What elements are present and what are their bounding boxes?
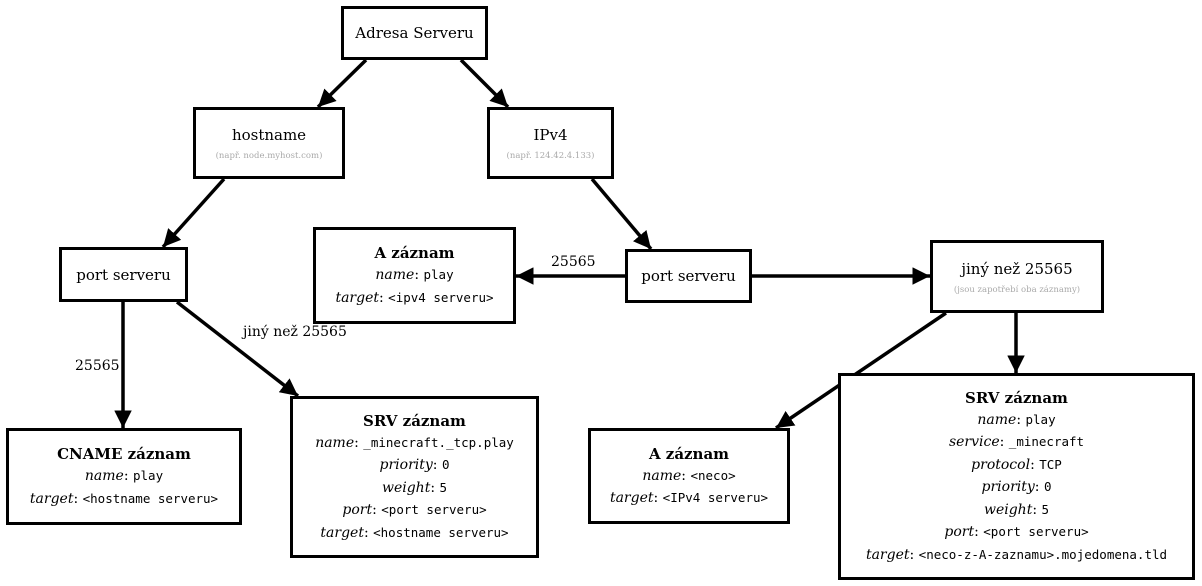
record-row-name: name: play <box>84 468 164 484</box>
edge-root-ipv4 <box>459 58 510 109</box>
record-row-target: target: <hostname serveru> <box>320 524 509 541</box>
record-row-port: port: <port serveru> <box>342 502 487 519</box>
record-title: A záznam <box>374 244 455 262</box>
edge-port-left-srv <box>175 300 300 398</box>
record-row-service: service: _minecraft <box>948 434 1085 451</box>
edge-hostname-port-left <box>161 177 226 249</box>
record-row-target: target: <hostname serveru> <box>29 490 219 507</box>
node-label: Adresa Serveru <box>355 24 474 42</box>
record-row-protocol: protocol: TCP <box>971 456 1062 473</box>
edge-label-left-to-cname: 25565 <box>75 358 120 374</box>
node-port-serveru-left: port serveru <box>59 247 188 302</box>
node-note: (např. node.myhost.com) <box>215 151 323 161</box>
node-srv-zaznam-right: SRV záznam name: play service: _minecraf… <box>838 373 1195 580</box>
node-label: port serveru <box>76 265 171 284</box>
node-ipv4: IPv4 (např. 124.42.4.133) <box>487 107 614 179</box>
edge-root-hostname <box>316 58 368 109</box>
edge-label-left-to-srv: jiný než 25565 <box>243 324 347 340</box>
record-row-weight: weight: 5 <box>381 479 448 496</box>
record-title: SRV záznam <box>363 411 466 430</box>
node-label: IPv4 <box>533 126 568 144</box>
node-jiny-nez-25565: jiný než 25565 (jsou zapotřebí oba zázna… <box>930 240 1104 313</box>
record-row-priority: priority: 0 <box>379 457 450 474</box>
edge-ipv4-port-mid <box>590 177 653 251</box>
record-row-name: name: play <box>375 267 454 283</box>
record-row-port: port: <port serveru> <box>944 524 1089 541</box>
node-a-zaznam-neco: A záznam name: <neco> target: <IPv4 serv… <box>588 428 790 524</box>
node-note: (např. 124.42.4.133) <box>506 151 595 161</box>
node-port-serveru-mid: port serveru <box>625 249 752 303</box>
node-label: hostname <box>231 126 307 144</box>
record-row-target: target: <IPv4 serveru> <box>609 490 769 506</box>
node-hostname: hostname (např. node.myhost.com) <box>193 107 345 179</box>
node-a-zaznam-play: A záznam name: play target: <ipv4 server… <box>313 227 516 324</box>
edge-jiny-a-neco <box>775 311 947 430</box>
record-row-weight: weight: 5 <box>983 501 1050 518</box>
node-srv-zaznam-left: SRV záznam name: _minecraft._tcp.play pr… <box>290 396 539 558</box>
record-row-name: name: play <box>977 411 1056 428</box>
record-row-target: target: <neco-z-A-zaznamu>.mojedomena.tl… <box>865 546 1168 563</box>
node-label: jiný než 25565 <box>961 259 1073 278</box>
record-title: SRV záznam <box>965 388 1068 407</box>
record-title: CNAME záznam <box>57 445 191 463</box>
node-label: port serveru <box>641 267 736 285</box>
record-title: A záznam <box>648 444 730 463</box>
node-note: (jsou zapotřebí oba záznamy) <box>953 284 1081 295</box>
edge-label-mid-to-a: 25565 <box>551 254 596 270</box>
node-adresa-serveru: Adresa Serveru <box>341 6 488 60</box>
record-row-priority: priority: 0 <box>981 479 1052 496</box>
record-row-name: name: _minecraft._tcp.play <box>315 434 514 451</box>
record-row-target: target: <ipv4 serveru> <box>335 289 494 306</box>
record-row-name: name: <neco> <box>642 467 736 484</box>
node-cname-zaznam: CNAME záznam name: play target: <hostnam… <box>6 428 242 525</box>
